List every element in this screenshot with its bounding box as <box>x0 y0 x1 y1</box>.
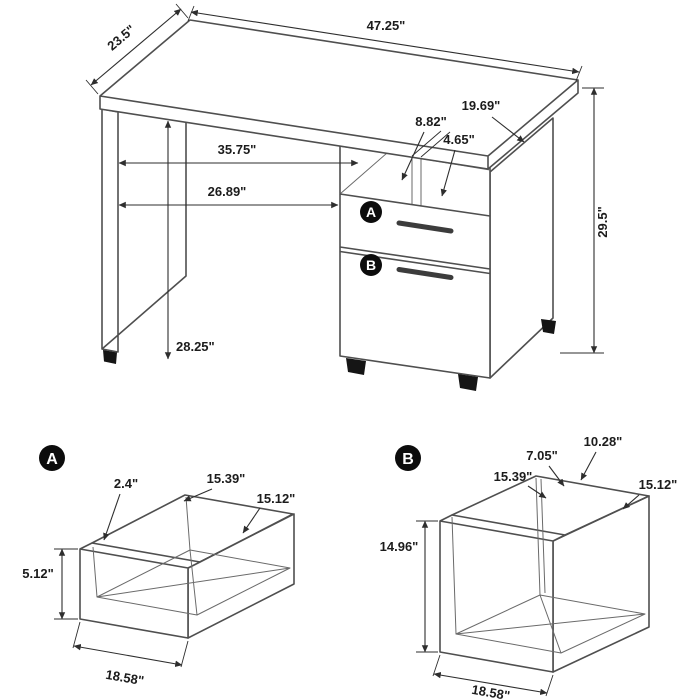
dim-drawer-b-inner-depth-label: 15.12" <box>639 477 678 492</box>
dim-cubby-right-label: 4.65" <box>443 132 474 147</box>
drawer-a-badge-circle <box>360 201 382 223</box>
drawer-b-front-panel <box>439 514 566 673</box>
detail-b-badge-letter: B <box>402 451 414 468</box>
drawer-b-handle <box>396 267 454 280</box>
dim-drawer-a-inner-depth: 15.12" <box>242 491 296 534</box>
dim-top-opening-width: 35.75" <box>118 142 359 167</box>
dim-drawer-b-inner-height: 10.28" <box>580 434 623 481</box>
drawer-a-interior-bottom <box>92 496 291 616</box>
dim-drawer-a-height: 5.12" <box>22 548 78 620</box>
detail-b-badge: B <box>395 445 421 471</box>
dim-drawer-a-width: 18.58" <box>72 621 189 688</box>
dim-extension-line <box>54 548 78 620</box>
dim-drawer-a-inner-width-label: 15.39" <box>207 471 246 486</box>
dim-overall-height-label: 29.5" <box>595 206 610 237</box>
dim-drawer-b-height-label: 14.96" <box>380 539 419 554</box>
dim-extension-line <box>85 3 189 95</box>
dim-knee-width-label: 26.89" <box>208 184 247 199</box>
dim-drawer-a-inner-depth-label: 15.12" <box>257 491 296 506</box>
leader-line <box>622 494 640 510</box>
drawer-a-right-side <box>187 513 295 639</box>
leader-line <box>242 507 261 534</box>
leader-line <box>548 465 565 487</box>
main-desk-view: 47.25" 23.5" 29.5" 28.25" 35.75" 26.89" <box>85 3 610 391</box>
leader-pedestal-depth <box>491 116 525 143</box>
detail-b-badge-circle <box>395 445 421 471</box>
dim-clearance-height-label: 28.25" <box>176 339 215 354</box>
drawer-a-handle <box>396 220 454 234</box>
dim-top-opening-width-label: 35.75" <box>218 142 257 157</box>
dim-drawer-b-inner-height-label: 10.28" <box>584 434 623 449</box>
dim-drawer-b-inner-width: 15.39" <box>494 469 547 499</box>
drawer-b-badge: B <box>360 254 382 276</box>
drawer-b-rim <box>451 475 650 536</box>
dim-cubby-widths: 8.82" 4.65" <box>401 114 475 197</box>
dim-drawer-b-inner-depth: 15.12" <box>622 477 678 510</box>
pedestal-foot-front-right <box>458 374 478 391</box>
detail-a-view: A 5.12" 18.58" 2.4" 15.39" <box>22 445 295 688</box>
dim-line <box>433 671 548 696</box>
dim-drawer-a-front-lip-label: 2.4" <box>114 476 138 491</box>
drawer-b-right-side <box>552 495 650 673</box>
leader-line <box>183 488 213 502</box>
dim-drawer-b-width: 18.58" <box>432 654 554 700</box>
drawer-a-badge-letter: A <box>366 204 376 220</box>
drawer-a-badge: A <box>360 201 382 223</box>
drawer-a-top-edge <box>339 193 491 217</box>
dim-overall-width: 47.25" <box>187 5 583 82</box>
leader-line <box>580 451 597 481</box>
dim-drawer-b-back-gap: 7.05" <box>526 448 565 487</box>
dim-line <box>73 644 183 667</box>
dim-drawer-a-width-label: 18.58" <box>104 667 145 688</box>
drawer-b-badge-circle <box>360 254 382 276</box>
leader-line <box>103 493 121 541</box>
pedestal-foot-back-right <box>541 319 556 334</box>
dim-drawer-a-height-label: 5.12" <box>22 566 53 581</box>
dim-pedestal-depth: 19.69" <box>462 98 525 143</box>
drawer-b-interior-bottom <box>451 477 646 654</box>
leader-cubby-right <box>440 149 456 197</box>
pedestal-foot-front-left <box>346 358 366 375</box>
drawer-a-rim <box>91 494 294 563</box>
detail-a-badge-circle <box>39 445 65 471</box>
drawer-divider <box>339 246 491 275</box>
dim-extension-line <box>416 520 438 653</box>
dim-overall-depth-label: 23.5" <box>104 22 138 54</box>
dim-line <box>90 8 182 86</box>
detail-b-view: B 14.96" 18.58" 10.28" 7.05" <box>380 434 678 700</box>
dim-drawer-a-front-lip: 2.4" <box>103 476 138 541</box>
dim-drawer-b-width-label: 18.58" <box>470 682 511 700</box>
leader-cubby-left <box>401 131 425 181</box>
dim-pedestal-depth-label: 19.69" <box>462 98 501 113</box>
dim-overall-width-label: 47.25" <box>367 18 406 33</box>
dim-drawer-a-inner-width: 15.39" <box>183 471 246 502</box>
drawer-b-badge-letter: B <box>366 257 376 273</box>
leader-line <box>527 485 547 499</box>
dim-drawer-b-inner-width-label: 15.39" <box>494 469 533 484</box>
dim-drawer-b-back-gap-label: 7.05" <box>526 448 557 463</box>
dim-knee-width: 26.89" <box>118 184 339 209</box>
detail-a-badge: A <box>39 445 65 471</box>
left-panel-foot <box>103 350 117 364</box>
detail-a-badge-letter: A <box>46 451 58 468</box>
dim-cubby-left-label: 8.82" <box>415 114 446 129</box>
dim-overall-height: 29.5" <box>560 87 610 354</box>
dim-extension-line <box>411 130 451 158</box>
dim-line <box>190 9 580 75</box>
dim-drawer-b-height: 14.96" <box>380 520 438 653</box>
